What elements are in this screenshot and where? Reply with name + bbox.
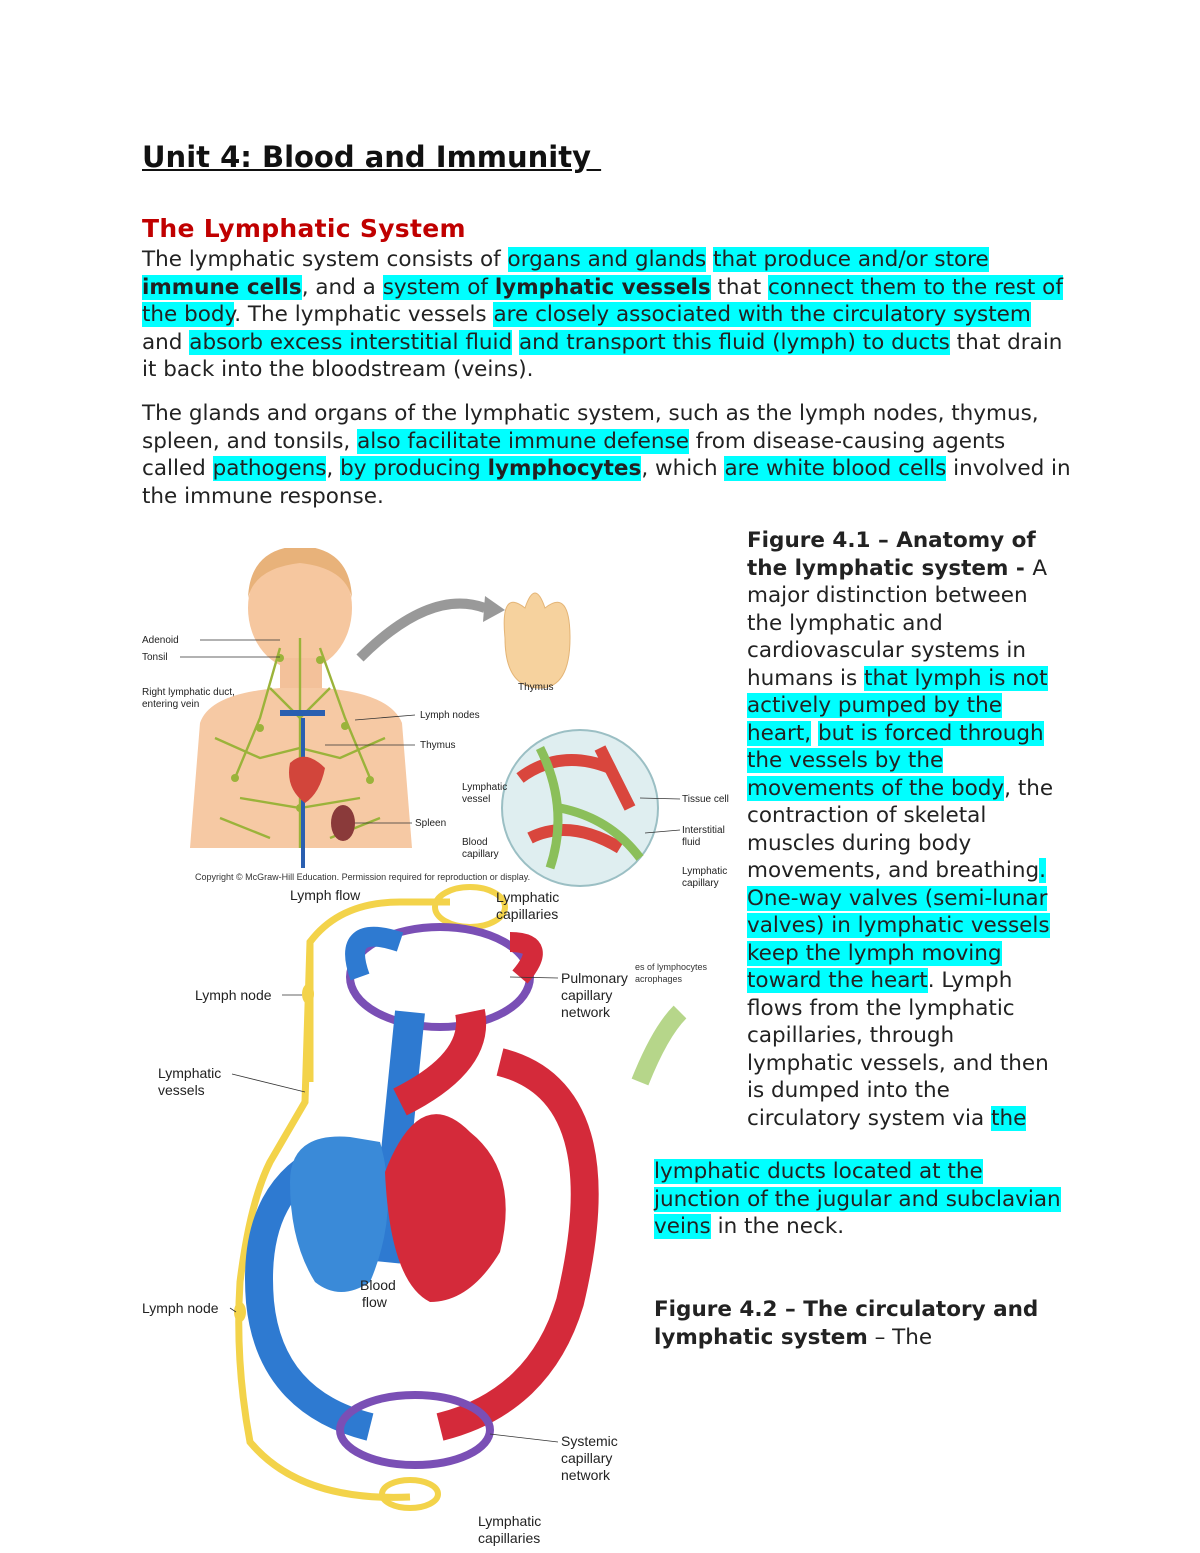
figure-4-2-caption: Figure 4.2 – The circulatory and lymphat… <box>654 1297 1039 1350</box>
label-lymphatic-capillaries-top: Lymphatic <box>496 889 559 905</box>
heart-right-side <box>290 1136 388 1292</box>
label-lymphatic-capillaries-bottom: Lymphatic <box>478 1513 541 1529</box>
aorta <box>436 1048 599 1441</box>
lymphatic-vessels <box>235 898 450 1501</box>
label-capillary: capillary <box>462 849 499 860</box>
copyright-notice: Copyright © McGraw-Hill Education. Permi… <box>195 872 530 882</box>
label-vessel: vessel <box>462 794 490 805</box>
label-lymph-nodes: Lymph nodes <box>420 710 480 721</box>
label-systemic: Systemic <box>561 1433 618 1449</box>
label-lymph-node-lower: Lymph node <box>142 1300 219 1316</box>
artery-upper <box>393 1009 487 1116</box>
label-tissue-cell: Tissue cell <box>682 794 729 805</box>
head <box>248 548 352 670</box>
blood-capillary-shapes <box>516 745 636 854</box>
figure-4-1-caption-continued: lymphatic ducts located at the junction … <box>654 1159 1061 1239</box>
label-vessels: vessels <box>158 1082 205 1098</box>
label-capillaries-bottom: capillaries <box>478 1530 540 1546</box>
vein-upper <box>370 1010 425 1264</box>
label-interstitial: Interstitial <box>682 825 725 836</box>
label-fluid: fluid <box>682 837 700 848</box>
heart-small <box>289 756 325 803</box>
label-lymph-node-upper: Lymph node <box>195 987 272 1003</box>
unit-title: Unit 4: Blood and Immunity <box>142 140 602 174</box>
label-lymphatic-capillary-2: capillary <box>682 878 719 888</box>
heart-left-side <box>385 1114 506 1302</box>
label-systemic-capillary: capillary <box>561 1450 612 1466</box>
label-blood: Blood <box>360 1277 396 1293</box>
lymphatic-anatomy-figure: Adenoid Tonsil Right lymphatic duct, ent… <box>142 548 729 888</box>
lymphatic-capillary-shapes <box>535 745 644 870</box>
figure-4-1-caption: Figure 4.1 – Anatomy of the lymphatic sy… <box>747 528 1054 1131</box>
label-thymus: Thymus <box>420 740 456 751</box>
lymph-node-upper-shape <box>302 984 314 1004</box>
label-right-duct: Right lymphatic duct, <box>142 687 235 698</box>
label-blood: Blood <box>462 837 488 848</box>
label-pulmonary-capillary: capillary <box>561 987 612 1003</box>
label-thymus-inset: Thymus <box>518 682 554 693</box>
lymph-node-lower-shape <box>234 1302 246 1322</box>
section-title: The Lymphatic System <box>142 214 466 243</box>
systemic-capillary-network <box>336 1391 494 1469</box>
hair <box>248 548 352 598</box>
glands-paragraph: The glands and organs of the lymphatic s… <box>142 401 1071 509</box>
label-lymphatic-capillary: Lymphatic <box>682 866 727 877</box>
label-flow: flow <box>362 1294 388 1310</box>
spleen-shape <box>331 805 355 841</box>
label-adenoid: Adenoid <box>142 635 179 646</box>
label-partial-macrophages: acrophages <box>635 974 683 984</box>
lymphatic-capillaries-top <box>432 884 508 930</box>
lymphatic-capillaries-bottom <box>379 1477 441 1511</box>
zoom-arrow <box>356 598 487 662</box>
label-spleen: Spleen <box>415 818 446 829</box>
label-pulmonary: Pulmonary <box>561 970 628 986</box>
label-systemic-network: network <box>561 1467 611 1483</box>
intro-paragraph: The lymphatic system consists of organs … <box>142 247 1063 383</box>
label-pulmonary-network: network <box>561 1004 611 1020</box>
label-partial-lymphocytes: es of lymphocytes <box>635 962 708 972</box>
label-lymphatic-vessel: Lymphatic <box>462 782 507 793</box>
partial-lymph-vessel <box>631 1005 687 1086</box>
label-entering-vein: entering vein <box>142 699 199 710</box>
label-lymphatic-vessels: Lymphatic <box>158 1065 221 1081</box>
thymus-inset <box>503 592 571 689</box>
label-lymph-flow: Lymph flow <box>290 887 361 903</box>
label-tonsil: Tonsil <box>142 652 168 663</box>
tissue-inset <box>501 729 659 887</box>
label-capillaries-top: capillaries <box>496 906 558 922</box>
circulatory-lymphatic-figure: es of lymphocytes acrophages Lymph flow … <box>142 884 708 1546</box>
